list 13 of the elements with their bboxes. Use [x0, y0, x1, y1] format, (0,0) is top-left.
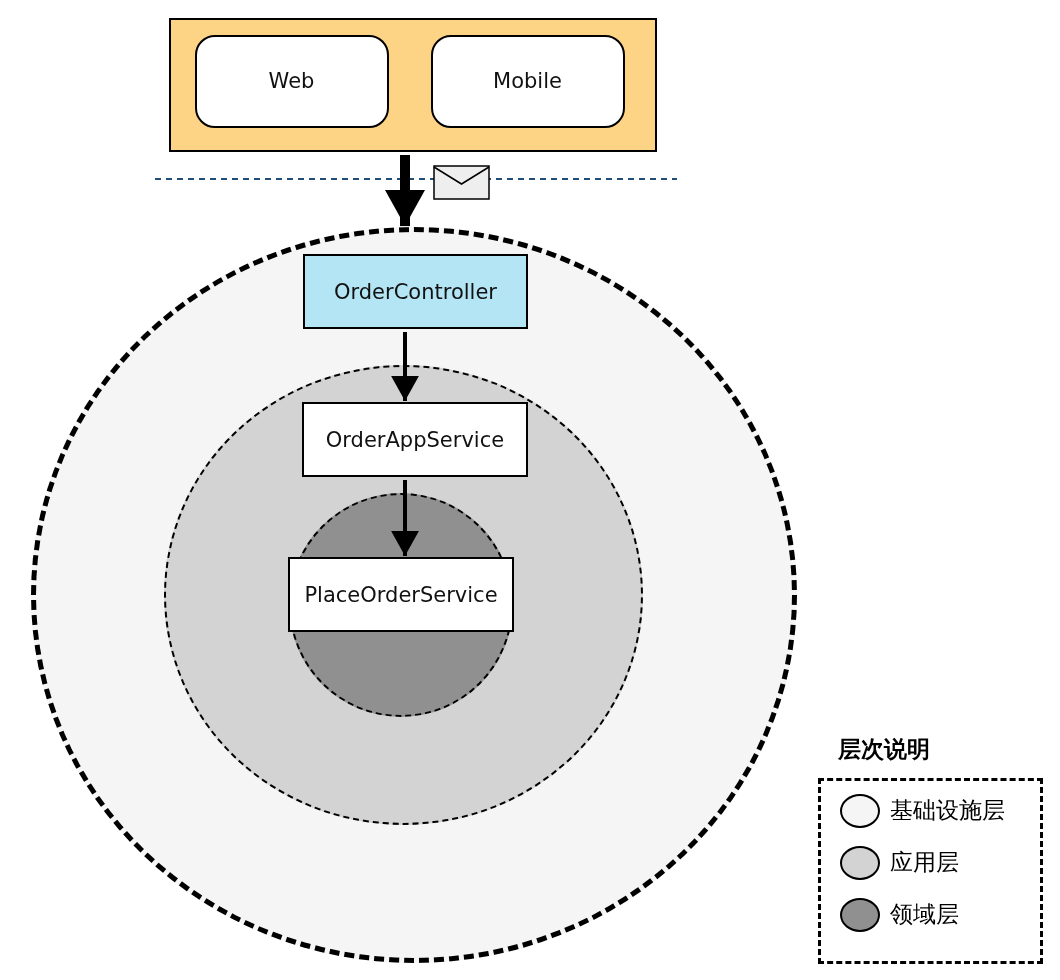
arrow	[385, 155, 425, 227]
legend-label: 应用层	[890, 848, 959, 877]
service-box: OrderController	[303, 254, 528, 329]
arrow	[391, 332, 419, 401]
legend-label: 基础设施层	[890, 796, 1005, 825]
service-box: PlaceOrderService	[288, 557, 514, 632]
client-box: Web	[194, 34, 389, 128]
service-box: OrderAppService	[302, 402, 528, 477]
arrow	[391, 480, 419, 556]
client-panel	[169, 18, 657, 152]
client-box: Mobile	[430, 34, 625, 128]
legend-title: 层次说明	[838, 735, 930, 764]
legend-label: 领域层	[890, 900, 959, 929]
